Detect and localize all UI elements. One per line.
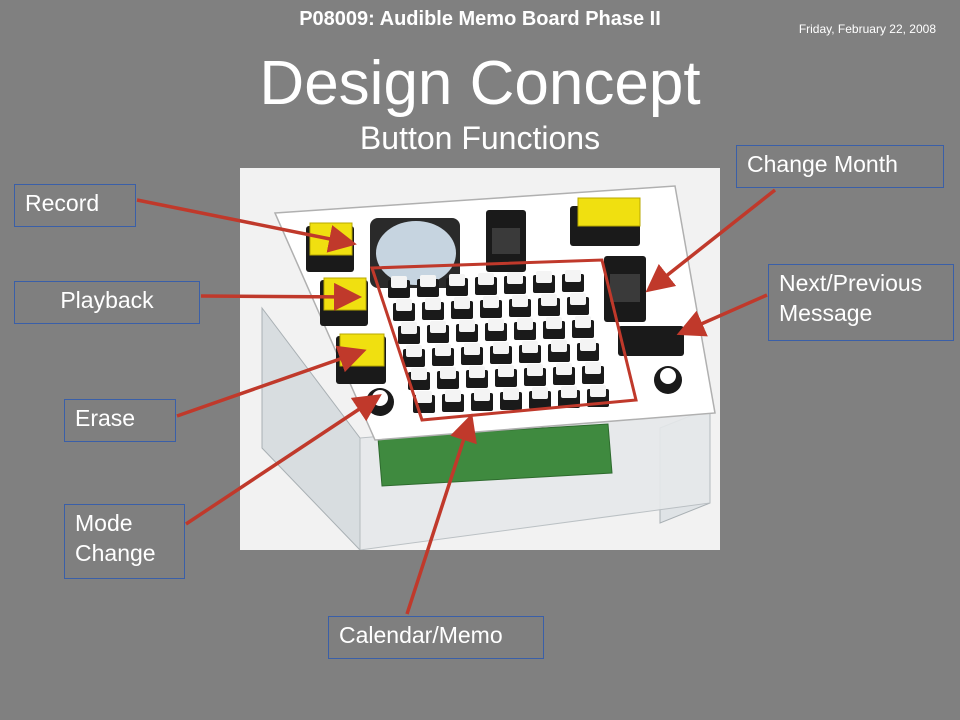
next-previous-message-label: Next/Previous Message bbox=[768, 264, 954, 341]
slide-subtitle: Button Functions bbox=[359, 120, 601, 156]
key-cap bbox=[522, 341, 538, 353]
erase-button-render bbox=[336, 333, 386, 384]
slide-date: Friday, February 22, 2008 bbox=[798, 22, 936, 36]
key-cap bbox=[507, 272, 523, 284]
key-cap bbox=[483, 296, 499, 308]
key-cap bbox=[556, 363, 572, 375]
key-cap bbox=[435, 344, 451, 356]
key-cap bbox=[551, 340, 567, 352]
key-cap bbox=[565, 270, 581, 282]
key-cap bbox=[416, 391, 432, 403]
key-cap bbox=[469, 366, 485, 378]
key-cap bbox=[464, 343, 480, 355]
key-cap bbox=[517, 318, 533, 330]
calendar-memo-key-grid bbox=[388, 270, 609, 413]
key-cap bbox=[536, 271, 552, 283]
key-cap bbox=[459, 320, 475, 332]
key-cap bbox=[440, 367, 456, 379]
key-cap bbox=[420, 275, 436, 287]
key-cap bbox=[546, 317, 562, 329]
slide-title: Design Concept bbox=[259, 49, 701, 118]
key-cap bbox=[498, 365, 514, 377]
key-cap bbox=[503, 388, 519, 400]
key-cap bbox=[527, 364, 543, 376]
change-month-label: Change Month bbox=[736, 145, 944, 188]
key-cap bbox=[493, 342, 509, 354]
key-cap bbox=[585, 362, 601, 374]
key-cap bbox=[478, 273, 494, 285]
key-cap bbox=[430, 321, 446, 333]
calendar-memo-label: Calendar/Memo bbox=[328, 616, 544, 659]
key-cap bbox=[391, 276, 407, 288]
playback-button-render bbox=[320, 277, 368, 326]
key-cap bbox=[580, 339, 596, 351]
project-title: P08009: Audible Memo Board Phase II bbox=[299, 8, 661, 30]
key-cap bbox=[411, 368, 427, 380]
key-cap bbox=[449, 274, 465, 286]
key-cap bbox=[401, 322, 417, 334]
key-cap bbox=[445, 390, 461, 402]
key-cap bbox=[396, 299, 412, 311]
erase-label: Erase bbox=[64, 399, 176, 442]
key-cap bbox=[575, 316, 591, 328]
mode-change-label: Mode Change bbox=[64, 504, 185, 579]
playback-label: Playback bbox=[14, 281, 200, 324]
record-label: Record bbox=[14, 184, 136, 227]
key-cap bbox=[570, 293, 586, 305]
key-cap bbox=[406, 345, 422, 357]
device-render-image bbox=[240, 168, 720, 550]
record-button-render bbox=[306, 222, 354, 272]
key-cap bbox=[425, 298, 441, 310]
key-cap bbox=[454, 297, 470, 309]
key-cap bbox=[541, 294, 557, 306]
key-cap bbox=[512, 295, 528, 307]
key-cap bbox=[561, 386, 577, 398]
key-cap bbox=[488, 319, 504, 331]
key-cap bbox=[474, 389, 490, 401]
key-cap bbox=[532, 387, 548, 399]
key-cap bbox=[590, 385, 606, 397]
